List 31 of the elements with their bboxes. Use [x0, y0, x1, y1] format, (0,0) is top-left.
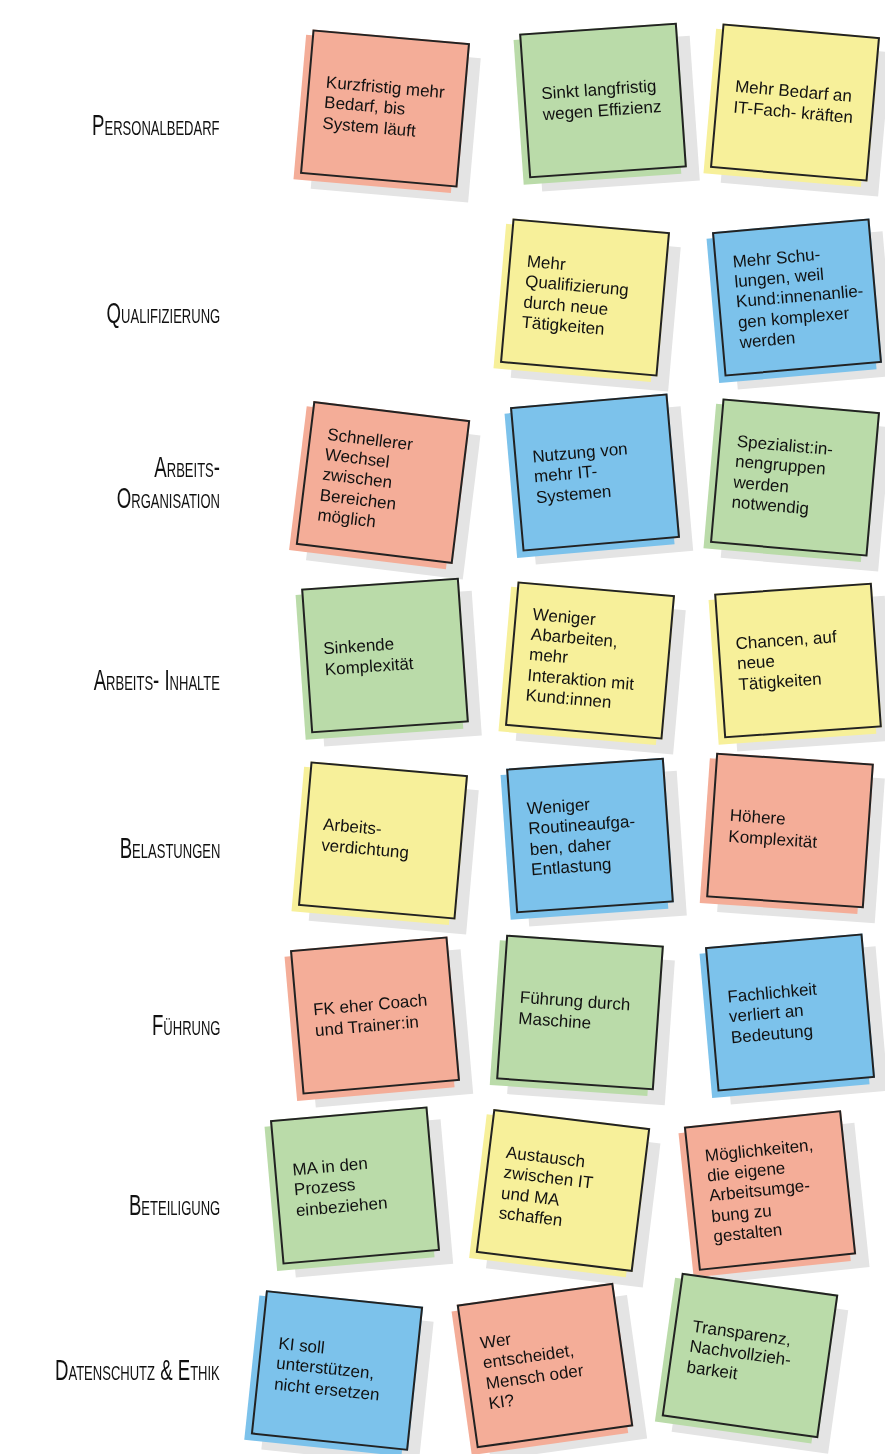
category-label: Datenschutz & Ethik: [55, 1354, 220, 1386]
note-text: Sinkt langfristig wegen Effizienz: [540, 75, 663, 125]
note-text: Wer entscheidet, Mensch oder KI?: [478, 1327, 586, 1414]
note-text: Kurzfristig mehr Bedarf, bis System läuft: [321, 72, 447, 142]
note-text: Fachlichkeit verliert an Bedeutung: [726, 978, 819, 1048]
category-label: Qualifizierung: [106, 297, 220, 329]
note-text: Spezialist:in- nengruppen werden notwendig: [730, 431, 835, 520]
note-text: Mehr Bedarf an IT-Fach- kräften: [732, 76, 855, 128]
note-text: Nutzung von mehr IT-Systemen: [531, 437, 630, 508]
note-text: Höhere Komplexität: [727, 805, 819, 853]
note-text: Sinkende Komplexität: [322, 632, 416, 680]
category-label: Führung: [151, 1009, 220, 1041]
note-text: Austausch zwischen IT und MA schaffen: [497, 1142, 595, 1232]
category-label: Beteiligung: [128, 1189, 220, 1221]
category-label: Belastungen: [119, 832, 220, 864]
note-text: KI soll unterstützen, nicht ersetzen: [273, 1333, 382, 1406]
note-text: Chancen, auf neue Tätigkeiten: [735, 625, 839, 695]
note-text: FK eher Coach und Trainer:in: [312, 989, 429, 1041]
note-text: Möglichkeiten, die eigene Arbeitsumge- bung zu gestalten: [704, 1133, 816, 1248]
category-label: Arbeits- Inhalte: [92, 664, 220, 696]
note-text: Arbeits- verdichtung: [320, 814, 411, 864]
note-text: Mehr Qualifizierung durch neue Tätigkeiten: [520, 251, 631, 341]
category-label: Arbeits- Organisation: [115, 450, 220, 514]
note-text: Weniger Routineaufga- ben, daher Entlastung: [526, 793, 637, 880]
category-label: Personalbedarf: [92, 109, 220, 141]
note-text: Weniger Abarbeiten, mehr Interaktion mit Kund:innen: [524, 603, 636, 714]
note-text: Mehr Schu- lungen, weil Kund:innenanlie- gen komplexer werden: [731, 242, 866, 354]
note-text: Schnellerer Wechsel zwischen Bereichen möglich: [316, 423, 416, 533]
note-text: MA in den Prozess einbeziehen: [291, 1152, 390, 1221]
note-text: Führung durch Maschine: [517, 987, 632, 1034]
note-text: Transparenz, Nachvollzieh- barkeit: [685, 1316, 794, 1385]
